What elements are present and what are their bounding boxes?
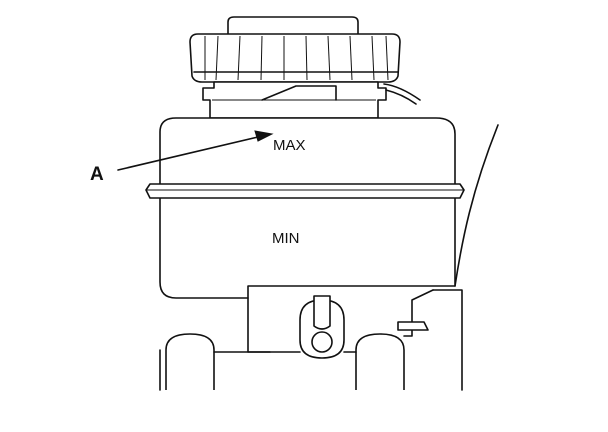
- seam-band: [145, 183, 465, 199]
- cap-knob: [227, 16, 359, 37]
- callout-label-a: A: [90, 164, 104, 185]
- reservoir-body: [159, 117, 456, 299]
- side-hose-2: [385, 89, 417, 105]
- max-level-mark: MAX: [273, 137, 306, 154]
- right-port-boss: [355, 333, 405, 390]
- callout-leader-line: [117, 136, 259, 171]
- housing-right-wall: [432, 289, 463, 391]
- side-hose: [383, 83, 421, 101]
- bayonet-tab: [261, 85, 337, 101]
- min-level-mark: MIN: [272, 230, 300, 247]
- bolt-hole: [311, 331, 333, 353]
- cap-body: [189, 33, 401, 83]
- housing-edge-right: [454, 124, 499, 287]
- side-fitting: [397, 321, 429, 331]
- retaining-pin: [313, 295, 331, 330]
- mount-collar: [247, 297, 271, 353]
- casting-body: [213, 289, 434, 353]
- left-port-boss: [165, 333, 215, 390]
- callout-arrowhead: [254, 130, 274, 142]
